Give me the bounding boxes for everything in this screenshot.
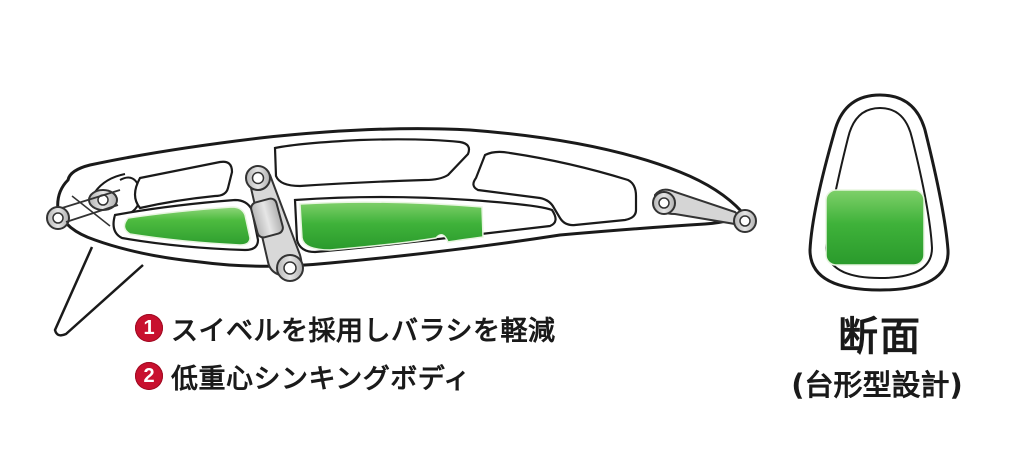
number-badge-icon: 1	[135, 314, 163, 342]
lure-lip	[53, 246, 144, 337]
cross-section-subtitle: (台形型設計)	[791, 368, 963, 402]
feature-text: 低重心シンキングボディ	[171, 363, 471, 395]
feature-text: スイベルを採用しバラシを軽減	[171, 315, 556, 347]
feature-item-2: 2 低重心シンキングボディ	[135, 359, 555, 395]
weight-front	[123, 206, 251, 246]
cross-section-diagram	[808, 93, 950, 292]
rear-hook-eye	[652, 188, 757, 233]
feature-list: 1 スイベルを採用しバラシを軽減 2 低重心シンキングボディ	[135, 311, 555, 407]
number-badge-icon: 2	[135, 362, 163, 390]
feature-item-1: 1 スイベルを採用しバラシを軽減	[135, 311, 556, 347]
line-tie-ring	[46, 189, 121, 230]
swivel	[245, 165, 304, 282]
cross-section-weight	[825, 189, 925, 266]
weight-rear	[299, 201, 484, 251]
lure-body	[56, 127, 744, 268]
cross-section-title: 断面	[838, 314, 922, 360]
